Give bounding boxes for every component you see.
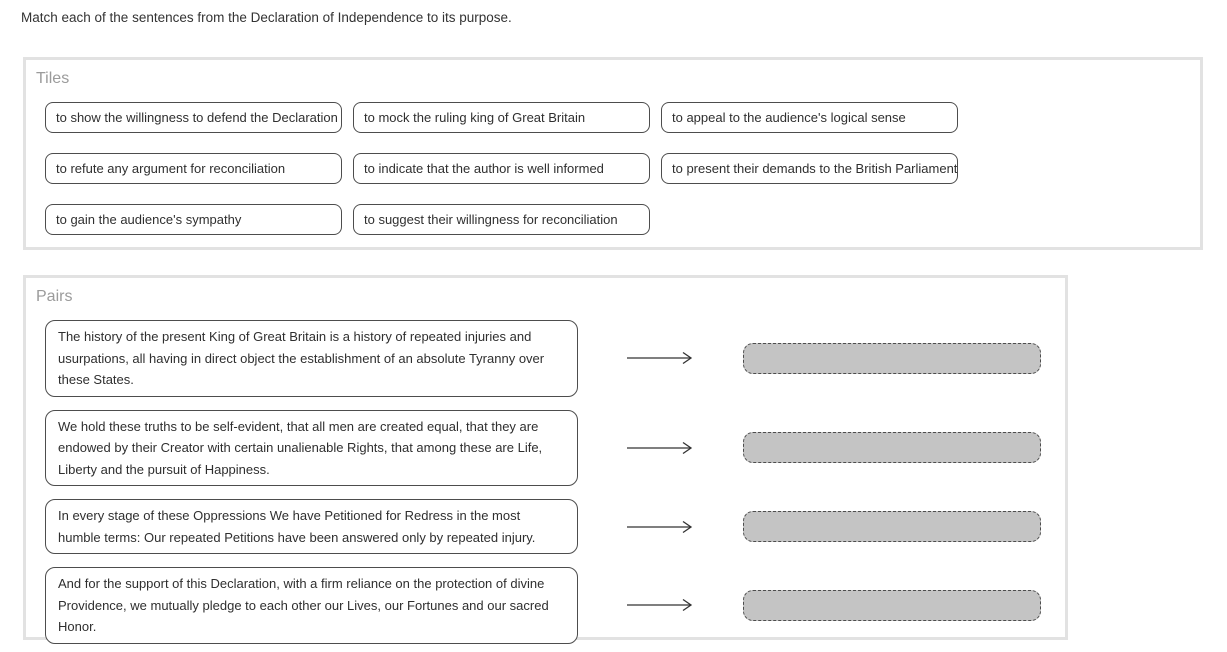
tile-option[interactable]: to gain the audience's sympathy [45, 204, 342, 235]
pair-sentence: We hold these truths to be self-evident,… [45, 409, 578, 486]
pair-row: And for the support of this Declaration,… [45, 567, 1041, 644]
tile-option[interactable]: to indicate that the author is well info… [353, 153, 650, 184]
pair-row: In every stage of these Oppressions We h… [45, 499, 1041, 554]
tile-option[interactable]: to refute any argument for reconciliatio… [45, 153, 342, 184]
tiles-panel: Tiles to show the willingness to defend … [23, 57, 1203, 250]
tile-option[interactable]: to show the willingness to defend the De… [45, 102, 342, 133]
answer-dropzone[interactable] [743, 342, 1041, 374]
pair-sentence: The history of the present King of Great… [45, 320, 578, 397]
arrow-right-icon [578, 520, 743, 534]
answer-dropzone[interactable] [743, 511, 1041, 542]
tiles-panel-label: Tiles [36, 70, 70, 87]
pair-row: The history of the present King of Great… [45, 320, 1041, 397]
arrow-right-icon [578, 441, 743, 455]
pair-sentence: In every stage of these Oppressions We h… [45, 499, 578, 554]
pairs-rows: The history of the present King of Great… [45, 320, 1041, 644]
tile-option[interactable]: to mock the ruling king of Great Britain [353, 102, 650, 133]
tile-option[interactable]: to appeal to the audience's logical sens… [661, 102, 958, 133]
tile-option[interactable]: to present their demands to the British … [661, 153, 958, 184]
tiles-grid: to show the willingness to defend the De… [45, 102, 958, 235]
pairs-panel-label: Pairs [36, 288, 73, 305]
answer-dropzone[interactable] [743, 432, 1041, 464]
pair-sentence: And for the support of this Declaration,… [45, 567, 578, 644]
answer-dropzone[interactable] [743, 589, 1041, 621]
instruction-text: Match each of the sentences from the Dec… [21, 10, 512, 25]
pair-row: We hold these truths to be self-evident,… [45, 409, 1041, 486]
arrow-right-icon [578, 598, 743, 612]
pairs-panel: Pairs The history of the present King of… [23, 275, 1068, 644]
arrow-right-icon [578, 351, 743, 365]
tile-option[interactable]: to suggest their willingness for reconci… [353, 204, 650, 235]
